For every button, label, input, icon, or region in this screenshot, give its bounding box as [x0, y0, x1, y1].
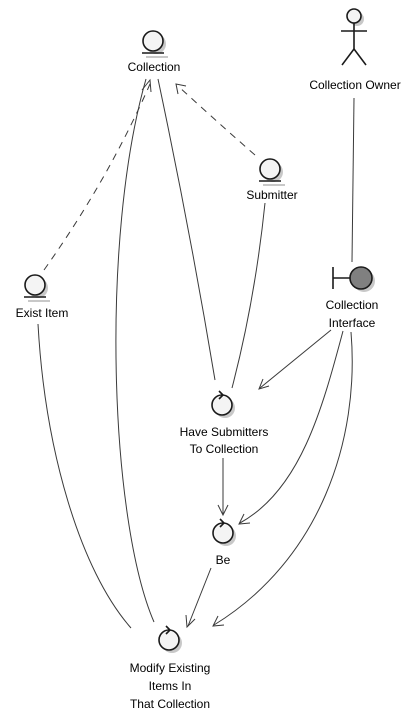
edge-collection-to-modify	[115, 78, 155, 623]
node-collection-owner: Collection Owner	[309, 8, 401, 92]
control-icon	[212, 518, 236, 546]
node-be: Be	[212, 518, 236, 567]
entity-icon	[142, 30, 168, 58]
node-have-submitters: Have Submitters To Collection	[180, 390, 269, 456]
modify-existing-label-line1: Modify Existing	[130, 661, 211, 675]
control-icon	[211, 390, 235, 418]
have-submitters-label-line1: Have Submitters	[180, 425, 269, 439]
edge-submitter-to-collection	[175, 83, 256, 156]
modify-existing-label-line2: Items In	[149, 679, 192, 693]
submitter-label: Submitter	[246, 188, 297, 202]
collection-interface-label-line2: Interface	[329, 316, 376, 330]
node-submitter: Submitter	[246, 158, 298, 202]
collection-owner-label: Collection Owner	[309, 78, 400, 92]
collection-label: Collection	[128, 60, 181, 74]
edge-submitter-to-have-submitters	[231, 202, 266, 389]
node-modify-existing: Modify Existing Items In That Collection	[130, 625, 211, 711]
edge-collection-to-have-submitters	[157, 78, 216, 381]
edge-owner-to-interface	[351, 97, 355, 263]
edge-interface-to-be	[238, 330, 344, 525]
have-submitters-label-line2: To Collection	[190, 442, 259, 456]
edges	[37, 78, 355, 629]
boundary-icon	[332, 266, 375, 292]
node-collection-interface: Collection Interface	[326, 266, 379, 330]
edge-have-submitters-to-be	[217, 458, 229, 517]
edge-interface-to-modify	[212, 331, 353, 627]
entity-icon	[259, 158, 285, 186]
collection-interface-label-line1: Collection	[326, 298, 379, 312]
control-icon	[158, 625, 182, 653]
edge-exist-item-to-modify	[37, 323, 132, 629]
edge-interface-to-have-submitters	[258, 329, 332, 390]
node-collection: Collection	[128, 30, 181, 74]
be-label: Be	[216, 553, 231, 567]
node-exist-item: Exist Item	[16, 274, 69, 320]
modify-existing-label-line3: That Collection	[130, 697, 210, 711]
edge-exist-item-to-collection	[43, 78, 152, 271]
edge-be-to-modify	[185, 567, 212, 629]
entity-icon	[24, 274, 50, 302]
actor-icon	[341, 8, 367, 66]
exist-item-label: Exist Item	[16, 306, 69, 320]
